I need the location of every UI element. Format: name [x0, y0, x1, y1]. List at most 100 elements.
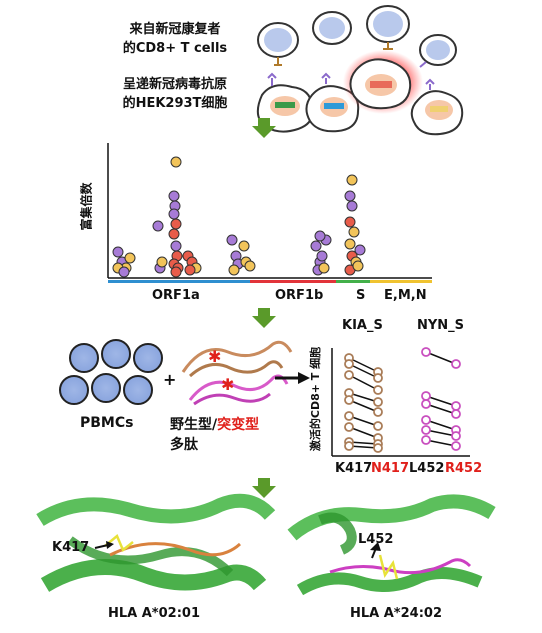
- down-arrow-icon: [252, 118, 276, 138]
- pair-point: [373, 373, 383, 383]
- pbmc-label: PBMCs: [80, 415, 134, 431]
- pbmc-group: [59, 339, 163, 405]
- region-bar-orf1b: [250, 280, 336, 283]
- pair-line: [425, 403, 457, 415]
- pair-point: [373, 385, 383, 395]
- region-label-emn: E,M,N: [384, 288, 427, 303]
- pbmc-cell: [133, 343, 163, 373]
- structure-left: [36, 493, 276, 592]
- hek-cell-group: [256, 50, 464, 136]
- pair-point: [421, 415, 431, 425]
- region-label-orf1b: ORF1b: [275, 288, 324, 303]
- scatter-point: [318, 262, 330, 274]
- pair-line: [348, 357, 379, 373]
- pair-point: [421, 425, 431, 435]
- cd8-label: 来自新冠康复者 的CD8+ T cells: [110, 20, 240, 58]
- peptide-mut-label: 突变型: [217, 417, 260, 433]
- pair-point: [451, 441, 461, 451]
- scatter-point: [228, 264, 240, 276]
- cd8-label-line1: 来自新冠康复者: [129, 22, 221, 37]
- pair-point: [344, 359, 354, 369]
- pair-point: [373, 407, 383, 417]
- hek-label-line2: 的HEK293T细胞: [122, 96, 228, 111]
- pair-line: [425, 351, 457, 365]
- mutation-star-icon: ✱: [208, 347, 221, 366]
- pair-point: [344, 422, 354, 432]
- pair-point: [344, 411, 354, 421]
- structure-right-site: L452: [358, 532, 394, 547]
- pair-point: [421, 399, 431, 409]
- pair-line: [425, 419, 457, 431]
- left-mut-label: N417: [371, 461, 410, 476]
- scatter-points: [112, 156, 366, 278]
- structure-left-hla: HLA A*02:01: [108, 606, 200, 621]
- pair-point: [451, 401, 461, 411]
- pbmc-cell: [91, 373, 121, 403]
- pair-point: [373, 421, 383, 431]
- scatter-point: [346, 200, 358, 212]
- pair-line: [348, 374, 379, 391]
- scatter-ylabel-text: 富集倍数: [79, 182, 94, 231]
- right-arrow-icon: [275, 372, 310, 384]
- region-bar-orf1a: [108, 280, 250, 283]
- mutation-star-icon: ✱: [221, 375, 234, 394]
- hek-cell: [305, 72, 360, 133]
- pair-point: [373, 397, 383, 407]
- scatter-point: [316, 250, 328, 262]
- pair-line: [425, 439, 457, 447]
- paired-plot-axes: [331, 348, 470, 457]
- peptide-label-line2: 多肽: [170, 437, 198, 453]
- scatter-point: [344, 190, 356, 202]
- t-cell: [366, 5, 410, 50]
- scatter-point: [238, 240, 250, 252]
- region-bar-s: [336, 280, 370, 283]
- pair-point: [344, 441, 354, 451]
- hek-label-line1: 呈递新冠病毒抗原: [122, 77, 227, 92]
- scatter-point: [168, 208, 180, 220]
- scatter-point: [244, 260, 256, 272]
- scatter-point: [352, 260, 364, 272]
- right-mut-label: R452: [445, 461, 483, 476]
- pair-line: [348, 415, 379, 427]
- scatter-point: [346, 174, 358, 186]
- hek-label: 呈递新冠病毒抗原 的HEK293T细胞: [100, 75, 250, 113]
- right-wt-label: L452: [409, 461, 445, 476]
- scatter-point: [152, 220, 164, 232]
- left-wt-label: K417: [335, 461, 373, 476]
- scatter-point: [310, 240, 322, 252]
- scatter-point: [226, 234, 238, 246]
- hek-cell: [410, 78, 464, 136]
- down-arrow-icon: [252, 308, 276, 328]
- pair-line: [425, 395, 457, 407]
- scatter-point: [170, 240, 182, 252]
- scatter-axes: [107, 143, 432, 279]
- pbmc-cell: [101, 339, 131, 369]
- pair-point: [451, 359, 461, 369]
- scatter-point: [156, 256, 168, 268]
- t-cell: [257, 22, 299, 66]
- scatter-point: [314, 230, 326, 242]
- paired-ylabel-text: 激活的CD8+ T 细胞: [309, 346, 322, 452]
- peptide-sep: /: [212, 417, 218, 433]
- cd8-label-line2: 的CD8+ T cells: [122, 41, 228, 56]
- peptide-wt-label: 野生型: [170, 417, 212, 433]
- pair-line: [348, 426, 379, 439]
- scatter-point: [118, 266, 130, 278]
- pair-line: [425, 429, 457, 437]
- scatter-point: [170, 156, 182, 168]
- pair-line: [348, 399, 379, 413]
- scatter-point: [184, 264, 196, 276]
- structure-right: [287, 494, 496, 596]
- scatter-point: [170, 218, 182, 230]
- pair-point: [344, 370, 354, 380]
- down-arrow-icon: [252, 478, 276, 498]
- peptide-illustration: ✱ ✱: [181, 340, 293, 406]
- region-bars: [108, 280, 432, 283]
- t-cell-group: [257, 5, 457, 68]
- pair-point: [421, 391, 431, 401]
- pair-line: [348, 363, 379, 379]
- panel-right-title: NYN_S: [417, 318, 465, 333]
- structure-right-hla: HLA A*24:02: [350, 606, 442, 621]
- scatter-point: [168, 190, 180, 202]
